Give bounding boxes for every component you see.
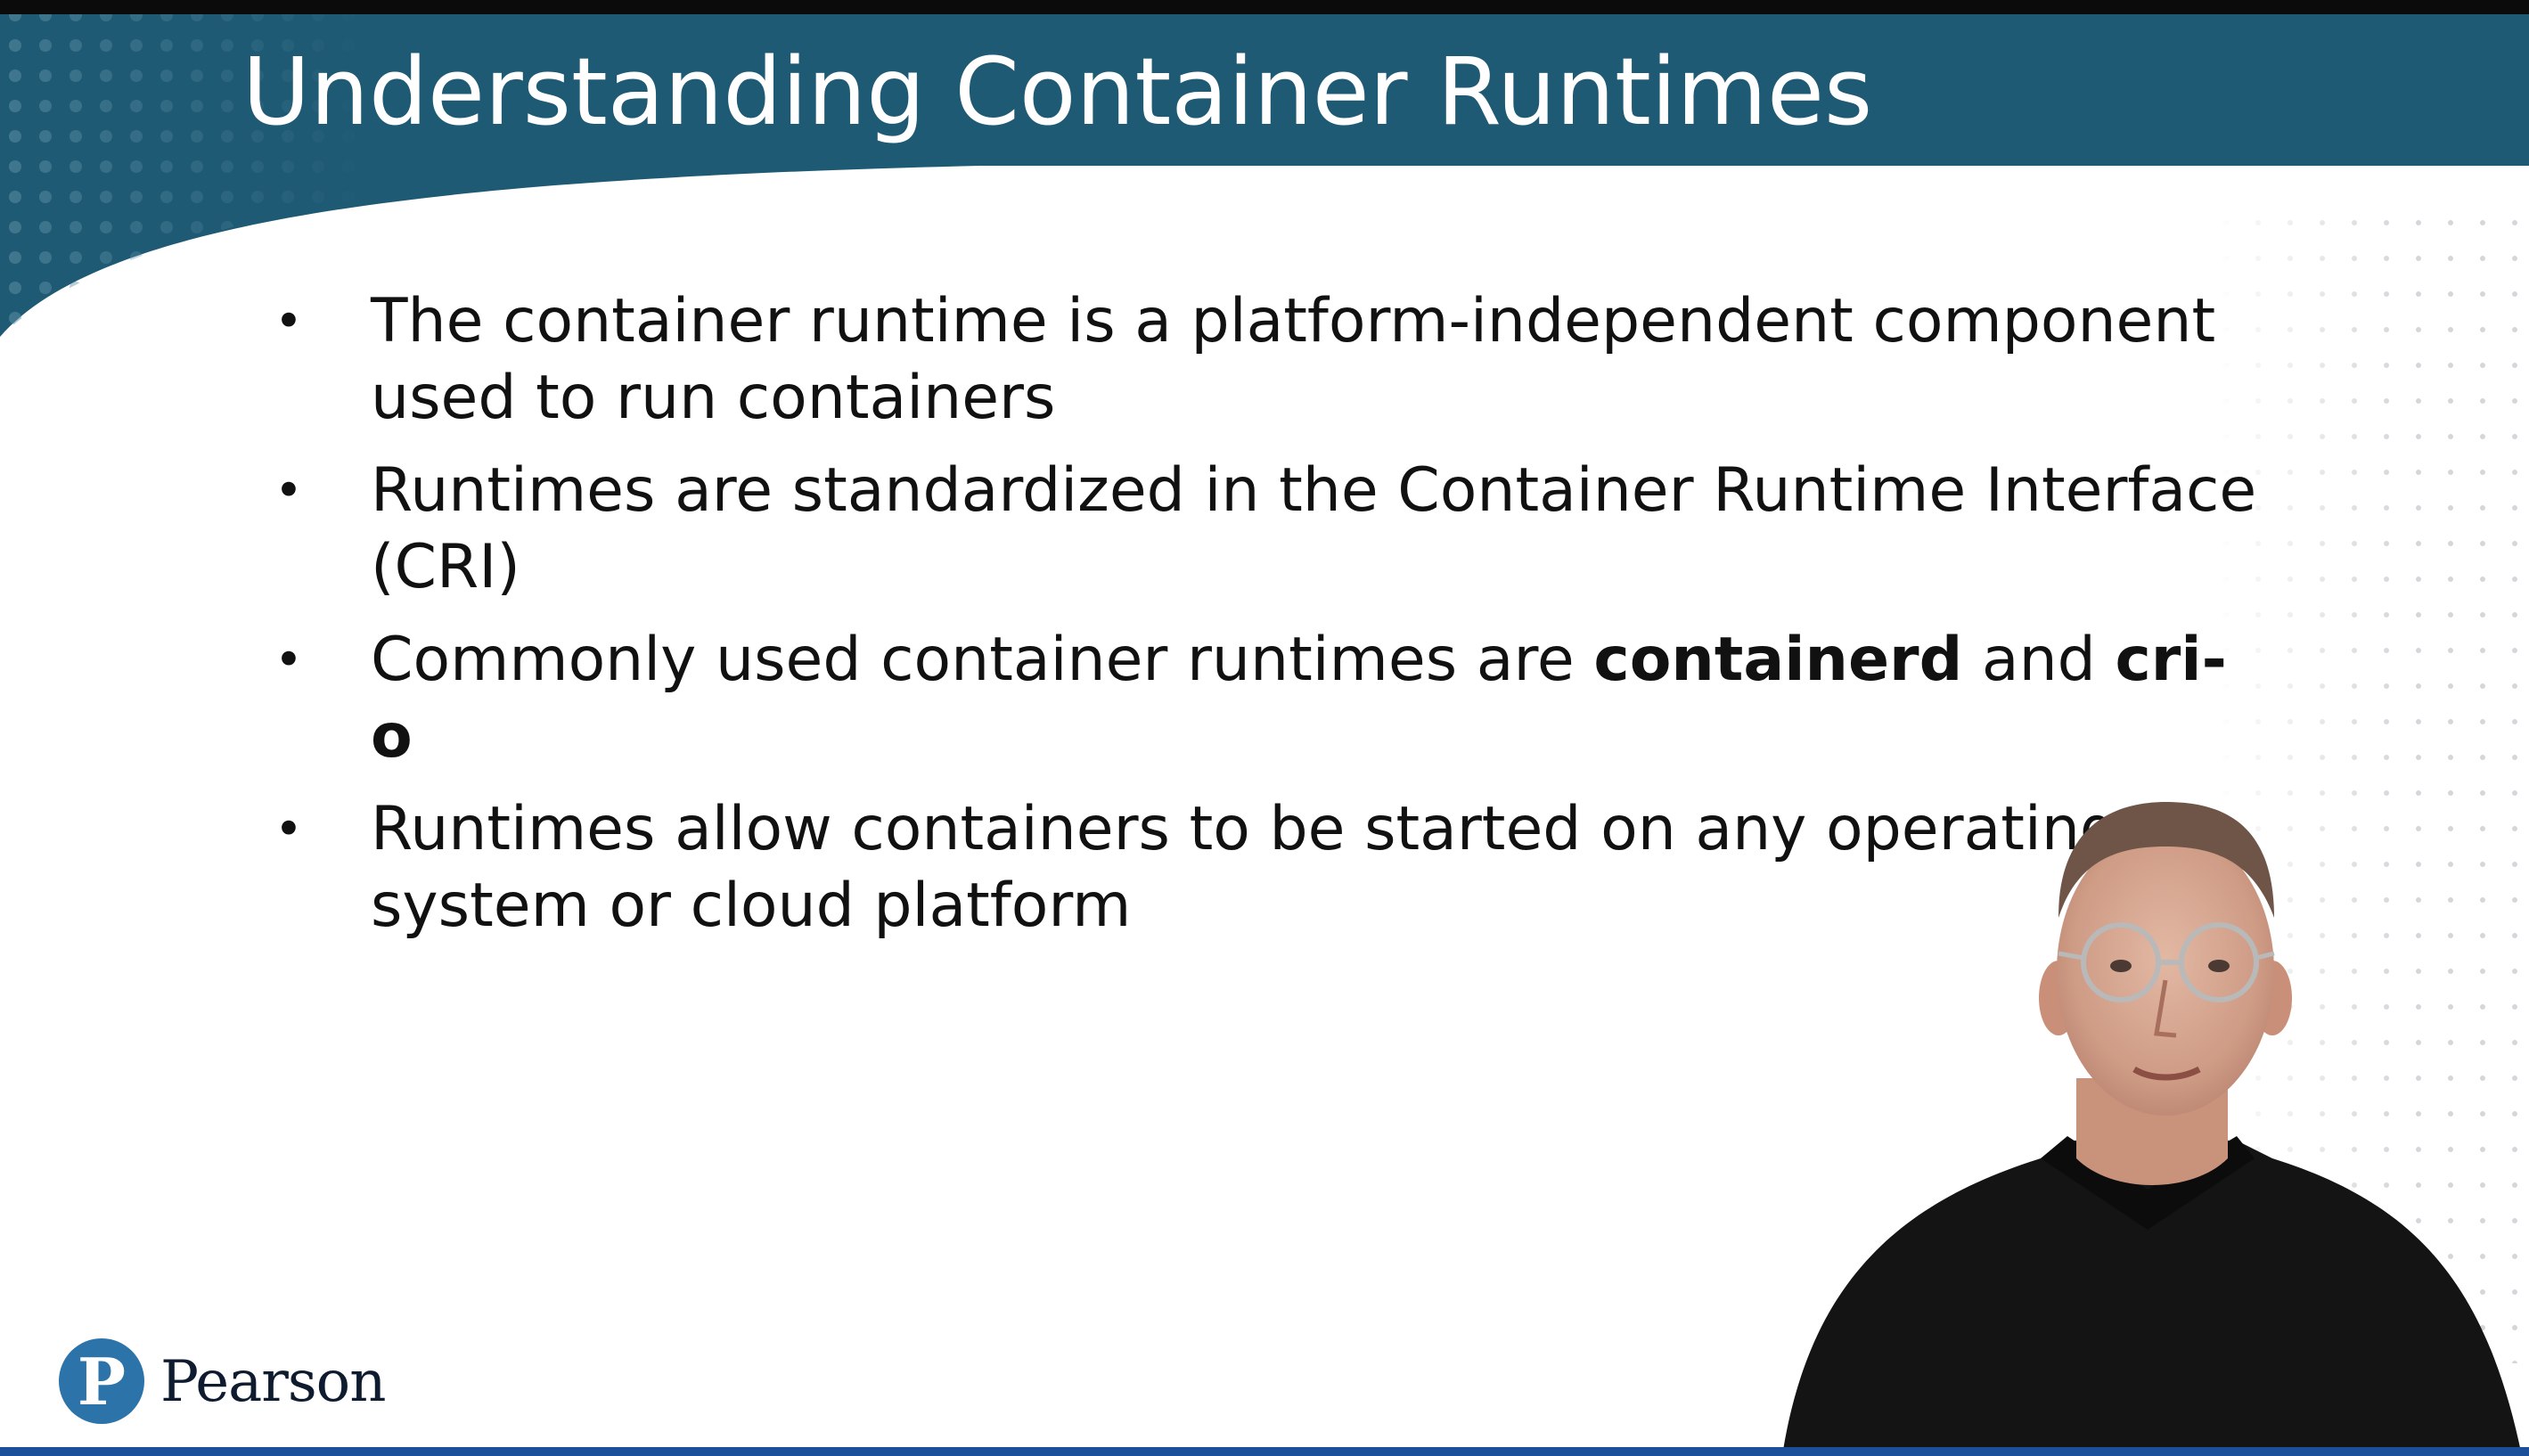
slide-title: Understanding Container Runtimes: [242, 37, 1873, 146]
bullet-item: • Runtimes allow containers to be started…: [267, 791, 2263, 945]
bullet-text: Runtimes are standardized in the Contain…: [371, 453, 2263, 606]
pearson-logo-icon: P: [59, 1338, 144, 1424]
bullet-bold-term: containerd: [1593, 625, 1963, 695]
bullet-text-run: Runtimes are standardized in the Contain…: [371, 455, 2257, 602]
bullet-text-run: Commonly used container runtimes are: [371, 625, 1594, 695]
top-letterbox-bar: [0, 0, 2529, 14]
presenter-face: [2057, 827, 2274, 1116]
bullet-dot-icon: •: [274, 801, 303, 857]
bullet-item: • Commonly used container runtimes are co…: [267, 622, 2263, 775]
bullet-text: The container runtime is a platform-inde…: [371, 283, 2263, 437]
header-banner: [0, 14, 2529, 337]
bullet-item: • The container runtime is a platform-ind…: [267, 283, 2263, 437]
pearson-wordmark: Pearson: [160, 1349, 386, 1415]
header-band-shape: [0, 14, 2529, 337]
pearson-logo: P Pearson: [57, 1337, 386, 1436]
bullet-text: Runtimes allow containers to be started …: [371, 791, 2263, 945]
bullet-item: • Runtimes are standardized in the Contai…: [267, 453, 2263, 606]
bullet-text-run: Runtimes allow containers to be started …: [371, 794, 2119, 941]
svg-text:P: P: [78, 1344, 126, 1419]
bullet-dot-icon: •: [274, 632, 303, 688]
bullet-dot-icon: •: [274, 293, 303, 349]
bullet-list: • The container runtime is a platform-ind…: [267, 283, 2263, 961]
presenter-shirt: [1782, 1141, 2522, 1456]
bullet-dot-icon: •: [274, 462, 303, 519]
bullet-bold-term: cri-o: [371, 625, 2227, 772]
presenter-video-icon: [1782, 802, 2522, 1456]
header-dot-pattern: [0, 14, 374, 337]
bullet-text-run: and: [1962, 625, 2116, 695]
bottom-progress-bar: [0, 1447, 2529, 1456]
bullet-text: Commonly used container runtimes are con…: [371, 622, 2263, 775]
bullet-text-run: The container runtime is a platform-inde…: [371, 286, 2216, 433]
